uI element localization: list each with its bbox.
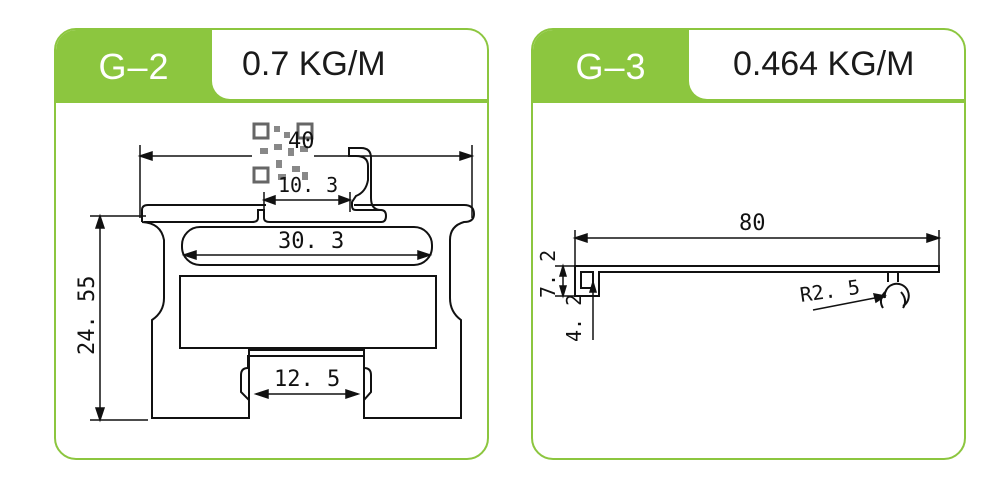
profile-weight: 0.464 KG/M — [689, 30, 964, 99]
dim-slot-width: 10. 3 — [278, 173, 338, 197]
g3-drawing: 80 7. 2 4. 2 R2. 5 — [536, 211, 942, 342]
profile-card-g3: G–3 0.464 KG/M — [531, 28, 966, 460]
dim-length: 80 — [739, 211, 766, 236]
qr-code-icon — [252, 122, 314, 184]
profile-code: G–2 — [98, 46, 170, 87]
profile-card-g2: G–2 0.7 KG/M — [54, 28, 489, 460]
card-header: G–3 0.464 KG/M — [533, 30, 964, 103]
dim-overall-width: 40 — [288, 129, 315, 154]
g2-profile-outer — [144, 147, 388, 223]
card-header: G–2 0.7 KG/M — [56, 30, 487, 103]
dim-lower: 4. 2 — [562, 294, 586, 342]
g2-bottom-slot — [248, 349, 365, 418]
g2-inner-rounded — [181, 226, 433, 266]
dim-inner-width: 30. 3 — [278, 229, 344, 254]
dim-thickness: 7. 2 — [536, 250, 560, 298]
g2-profile-body — [141, 204, 476, 419]
dim-bottom-slot: 12. 5 — [274, 367, 340, 392]
g2-inner-box — [179, 275, 437, 349]
g3-clip — [879, 272, 907, 309]
profile-weight: 0.7 KG/M — [212, 30, 487, 99]
dim-height: 24. 55 — [75, 276, 100, 355]
g3-radius-arc — [883, 282, 910, 307]
profile-code: G–3 — [575, 46, 647, 87]
g2-drawing: 40 10. 3 30. 3 24. 55 12. 5 — [75, 122, 476, 423]
